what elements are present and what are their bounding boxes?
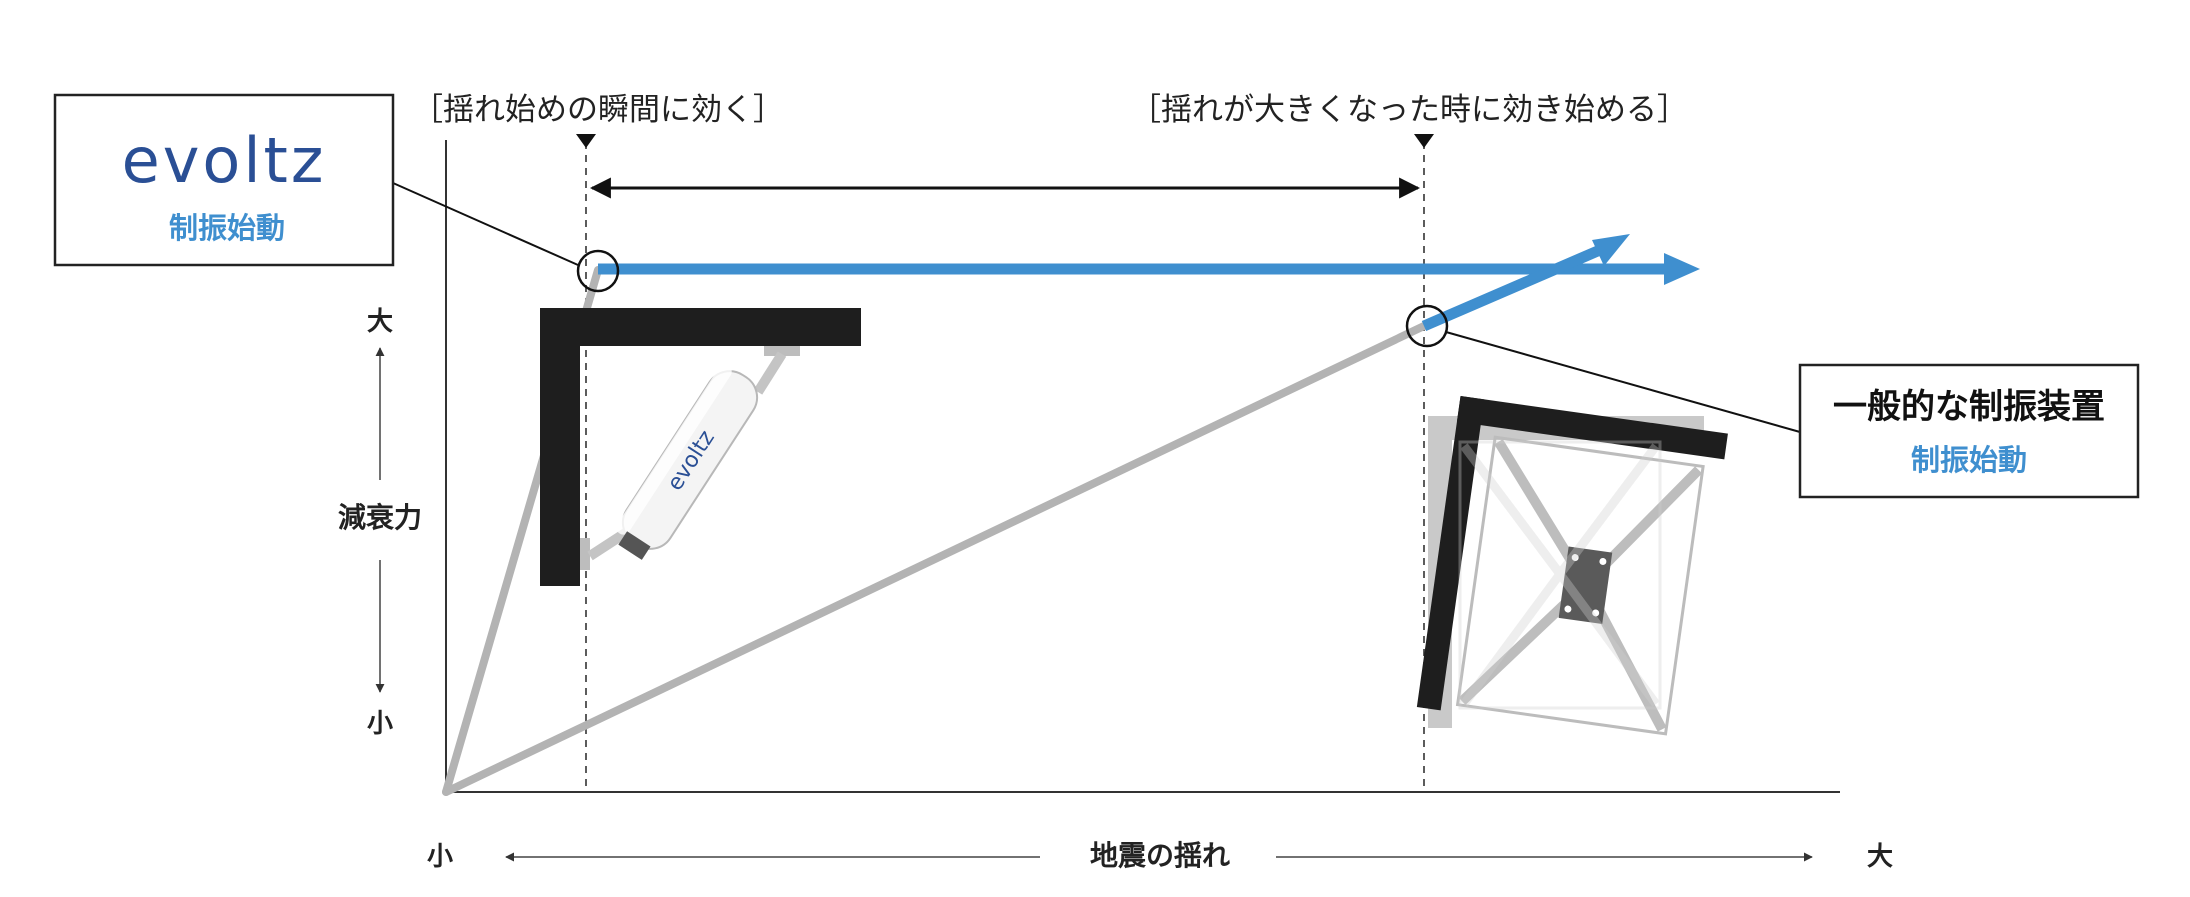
general-damper-illustration <box>1416 396 1728 736</box>
late-point-label: ［揺れが大きくなった時に効き始める］ <box>1130 92 1688 128</box>
early-marker-icon <box>576 134 596 148</box>
evoltz-logo: evoltz <box>122 124 327 197</box>
general-callout-leader <box>1445 331 1801 433</box>
y-high-label: 大 <box>367 307 393 337</box>
x-high-label: 大 <box>1867 842 1893 872</box>
x-low-label: 小 <box>427 842 453 872</box>
general-blue-arrowhead-icon <box>1592 234 1630 266</box>
general-gray-curve <box>442 322 1428 796</box>
general-blue-line <box>1421 244 1603 332</box>
evoltz-callout-subtitle: 制振始動 <box>169 211 285 245</box>
general-callout-title: 一般的な制振装置 <box>1833 387 2105 427</box>
general-callout-subtitle: 制振始動 <box>1911 443 2027 477</box>
general-callout: 一般的な制振装置 制振始動 <box>1798 363 2140 499</box>
general-activation-circle <box>1405 304 1449 348</box>
evoltz-activation-circle <box>576 249 620 293</box>
x-axis-title: 地震の揺れ <box>1090 839 1230 872</box>
evoltz-damper-illustration: evoltz <box>540 308 861 586</box>
evoltz-callout-leader <box>392 182 579 266</box>
early-point-label: ［揺れ始めの瞬間に効く］ <box>412 92 784 128</box>
evoltz-blue-arrowhead-icon <box>1664 253 1700 285</box>
evoltz-callout: evoltz 制振始動 <box>53 93 395 267</box>
y-low-label: 小 <box>367 709 393 739</box>
late-marker-icon <box>1414 134 1434 148</box>
y-axis-title: 減衰力 <box>338 501 422 534</box>
